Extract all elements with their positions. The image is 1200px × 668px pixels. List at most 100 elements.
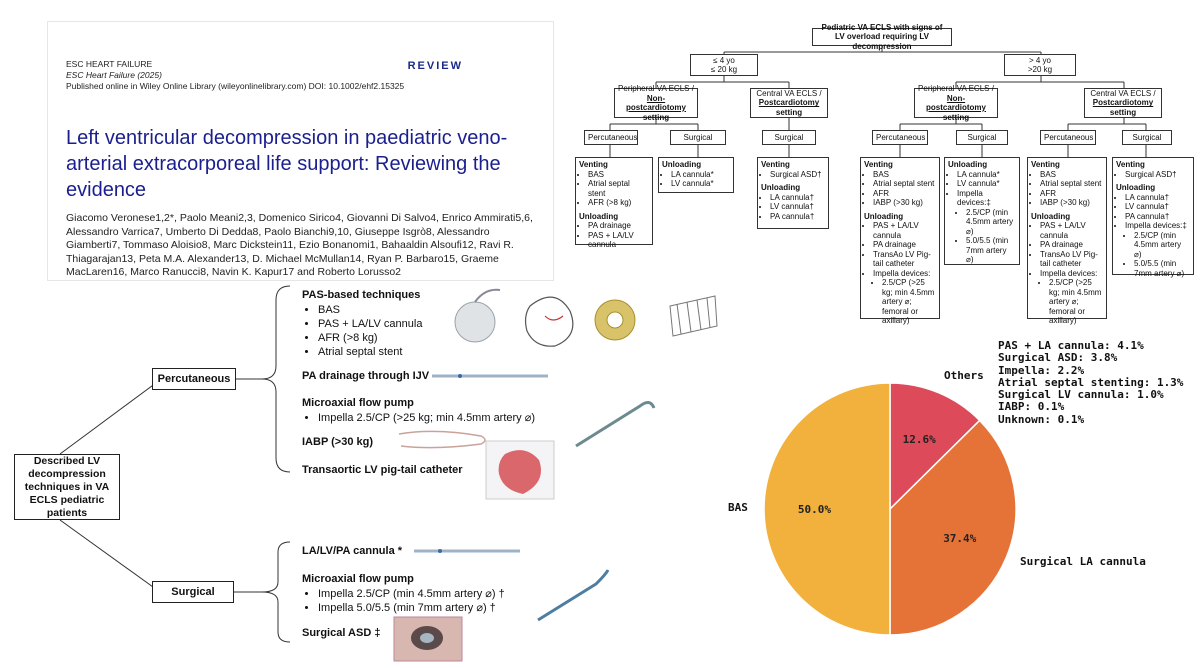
journal-name: ESC HEART FAILURE: [66, 59, 153, 69]
flow-age-older: > 4 yo >20 kg: [1004, 54, 1076, 76]
flow-age-young-text: ≤ 4 yo ≤ 20 kg: [710, 55, 738, 75]
others-breakdown-item: IABP: 0.1%: [998, 400, 1065, 414]
flow-label: setting: [775, 107, 803, 117]
paper-header: ESC HEART FAILURE ESC Heart Failure (202…: [48, 22, 553, 280]
flow-item: LV cannula†: [1125, 202, 1190, 212]
flow-percutaneous: Percutaneous: [584, 130, 638, 145]
flow-label: Percutaneous: [1044, 132, 1094, 142]
pie-slice-surgical-la-cannula: [889, 419, 1017, 636]
flow-label: Non-postcardiotomy: [925, 93, 986, 113]
tree-connectors: [59, 285, 291, 643]
pie-chart: 12.6%37.4%50.0%: [763, 382, 1017, 636]
flow-item: TransAo LV Pig-tail catheter: [1040, 250, 1103, 269]
others-breakdown-item: Atrial septal stenting: 1.3%: [998, 375, 1184, 389]
tree-root-text: Described LV decompression techniques in…: [24, 454, 110, 519]
flow-peripheral-young: Peripheral VA ECLS / Non-postcardiotomy …: [614, 84, 698, 122]
septal-stent-icon: [594, 299, 636, 341]
others-breakdown-item: Surgical ASD: 3.8%: [998, 351, 1118, 365]
tech-heading: Microaxial flow pump: [302, 397, 414, 409]
pie-slice-bas: [763, 382, 891, 636]
pie-surgical-la-label: Surgical LA cannula: [1020, 555, 1146, 568]
flow-item: LA cannula*: [671, 170, 730, 180]
flow-detail-central-perc: Venting BAS Atrial septal stent AFR IABP…: [1027, 157, 1107, 325]
flow-label: Non-postcardiotomy: [625, 93, 686, 113]
flow-age-older-text: > 4 yo >20 kg: [1027, 55, 1053, 75]
flow-venting-heading: Venting: [1116, 160, 1145, 169]
flow-item: LA cannula*: [957, 170, 1016, 180]
flow-item: LV cannula†: [770, 202, 825, 212]
pie-value-label: 37.4%: [943, 532, 976, 545]
flow-label: Peripheral VA ECLS /: [918, 84, 994, 93]
others-breakdown-item: Surgical LV cannula: 1.0%: [998, 388, 1164, 402]
flow-item: BAS: [1040, 170, 1103, 180]
device-images-pas: [454, 288, 718, 347]
pie-value-label: 12.6%: [903, 433, 936, 446]
flow-item: 5.0/5.5 (min 7mm artery ⌀): [966, 236, 1016, 265]
flow-item: PA drainage: [873, 240, 936, 250]
tech-item: Atrial septal stent: [318, 345, 422, 359]
flow-label: Surgical: [967, 132, 997, 142]
flow-item: PA cannula†: [1125, 212, 1190, 222]
flow-item: 2.5/CP (min 4.5mm artery ⌀): [1134, 231, 1190, 260]
flow-label: Central VA ECLS /: [1090, 88, 1156, 98]
tech-item: PAS + LA/LV cannula: [318, 317, 422, 331]
flow-label: setting: [942, 112, 970, 122]
flow-detail-older-perc: Venting BAS Atrial septal stent AFR IABP…: [860, 157, 940, 325]
flow-label: Central VA ECLS /: [756, 88, 822, 98]
flow-label: setting: [642, 112, 670, 122]
flow-item: Atrial septal stent: [588, 179, 649, 198]
flow-item: PAS + LA/LV cannula: [873, 221, 936, 240]
flow-unloading-heading: Unloading: [1116, 183, 1156, 192]
flow-item: TransAo LV Pig-tail catheter: [873, 250, 936, 269]
pie-slice-others: [889, 382, 981, 511]
tree-surgical: Surgical: [152, 581, 234, 603]
flow-unloading-heading: Unloading: [1031, 211, 1071, 221]
flow-percutaneous: Percutaneous: [872, 130, 928, 145]
flow-item: Atrial septal stent: [1040, 179, 1103, 189]
flow-detail-young-surg: Unloading LA cannula* LV cannula*: [658, 157, 734, 193]
flow-unloading-heading: Unloading: [761, 183, 801, 192]
others-breakdown-item: Unknown: 0.1%: [998, 412, 1085, 426]
flow-label: setting: [1109, 107, 1137, 117]
tree-percutaneous-text: Percutaneous: [157, 373, 231, 385]
paper-title: Left ventricular decompression in paedia…: [66, 127, 508, 201]
flow-item: Surgical ASD†: [770, 170, 825, 180]
mesh-stent-icon: [669, 295, 718, 337]
tree-surgical-text: Surgical: [171, 586, 215, 598]
tree-percutaneous: Percutaneous: [152, 368, 236, 390]
flow-venting-heading: Venting: [761, 160, 790, 169]
flow-item: PAS + LA/LV cannula: [588, 231, 649, 250]
flow-item: AFR (>8 kg): [588, 198, 649, 208]
flow-item: 2.5/CP (min 4.5mm artery ⌀): [966, 208, 1016, 237]
flow-label: Surgical: [774, 132, 804, 142]
pie-others-label: Others: [944, 369, 984, 382]
flow-detail-central-surg: Venting Surgical ASD† Unloading LA cannu…: [1112, 157, 1194, 278]
tech-microaxial-surgical: Microaxial flow pump Impella 2.5/CP (min…: [302, 572, 505, 615]
flow-item: IABP (>30 kg): [1040, 198, 1103, 208]
author-list: Giacomo Veronese1,2*, Paolo Meani2,3, Do…: [66, 212, 533, 279]
flow-central-young: Central VA ECLS / Postcardiotomy setting: [750, 88, 828, 118]
flow-detail-older-surg: Unloading LA cannula* LV cannula* Impell…: [944, 157, 1020, 265]
flow-label: Surgical: [1132, 132, 1162, 142]
tech-surgical-asd: Surgical ASD ‡: [302, 626, 380, 640]
flow-item: LA cannula†: [1125, 193, 1190, 203]
flow-surgical: Surgical: [1122, 130, 1172, 145]
flow-peripheral-older: Peripheral VA ECLS / Non-postcardiotomy …: [914, 84, 998, 122]
flow-item: PA drainage: [588, 221, 649, 231]
flow-unloading-heading: Unloading: [579, 211, 619, 221]
flow-venting-heading: Venting: [579, 160, 608, 169]
flow-item: LV cannula*: [671, 179, 730, 189]
surgical-cannula-icon: [414, 549, 520, 553]
flow-surgical: Surgical: [762, 130, 816, 145]
flow-root-text: Pediatric VA ECLS with signs of LV overl…: [821, 22, 943, 51]
flow-detail-young-central: Venting Surgical ASD† Unloading LA cannu…: [757, 157, 829, 229]
flow-unloading-heading: Unloading: [948, 160, 988, 169]
impella-pump-icon: [575, 401, 656, 448]
tech-item: BAS: [318, 303, 422, 317]
tech-iabp: IABP (>30 kg): [302, 435, 373, 449]
flow-label: Postcardiotomy: [1092, 98, 1154, 108]
flow-item: LV cannula*: [957, 179, 1016, 189]
tech-pas: PAS-based techniques BAS PAS + LA/LV can…: [302, 288, 422, 359]
decision-flowchart: Pediatric VA ECLS with signs of LV overl…: [560, 0, 1200, 330]
heart-pigtail-icon: [485, 440, 555, 500]
